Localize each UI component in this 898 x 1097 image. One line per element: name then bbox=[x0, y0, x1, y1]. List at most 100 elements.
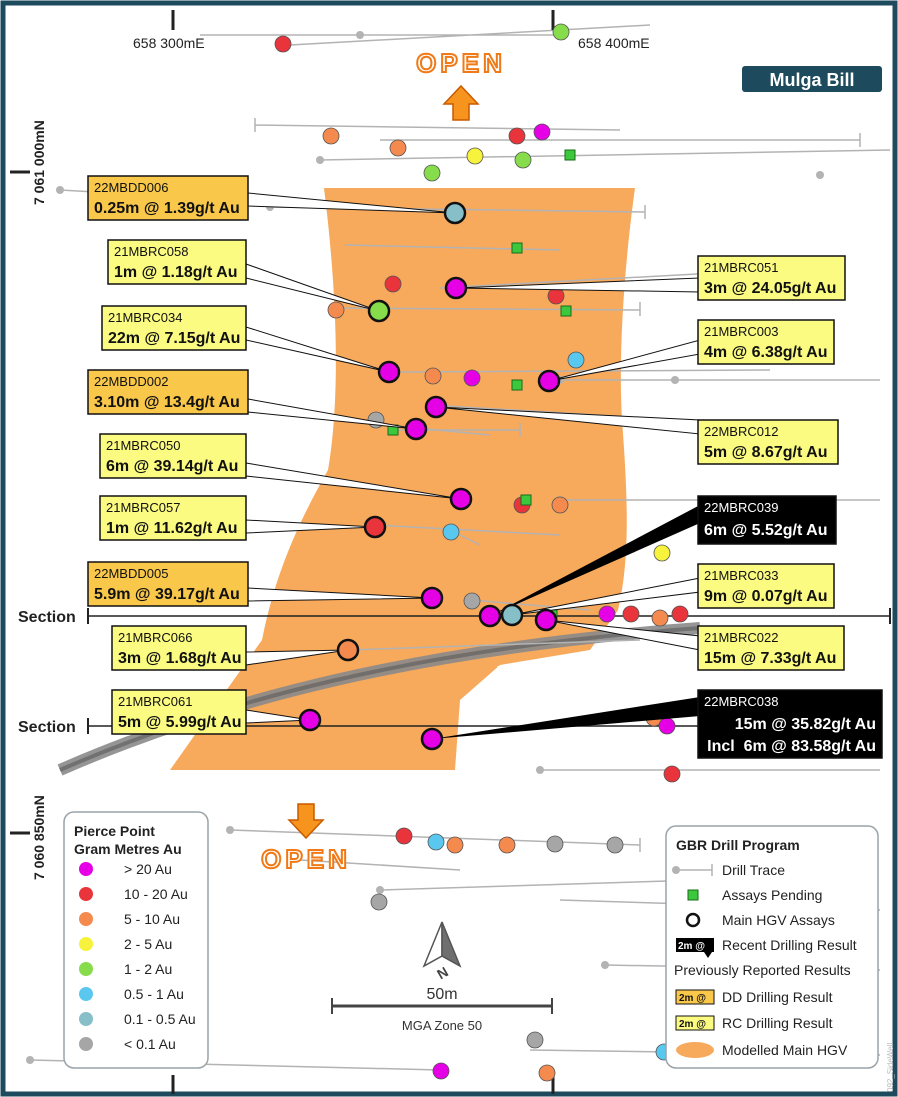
callout-result: 0.25m @ 1.39g/t Au bbox=[94, 200, 240, 217]
callout-hole-id: 21MBRC050 bbox=[106, 438, 180, 453]
open-label-north: OPEN bbox=[416, 48, 506, 78]
northing-label-000: 7 061 000mN bbox=[31, 120, 47, 205]
callout-21mbrc034: 21MBRC034 22m @ 7.15g/t Au bbox=[101, 305, 247, 351]
program-legend: GBR Drill Program Drill Trace Assays Pen… bbox=[665, 825, 879, 1069]
callout-hole-id: 21MBRC066 bbox=[118, 630, 192, 645]
callout-hole-id: 22MBDD006 bbox=[94, 180, 168, 195]
callout-21mbrc066: 21MBRC066 3m @ 1.68g/t Au bbox=[111, 625, 247, 671]
grade-legend-title-1: Pierce Point bbox=[74, 823, 155, 839]
callout-hole-id: 21MBRC061 bbox=[118, 694, 192, 709]
callout-result: 5m @ 8.67g/t Au bbox=[704, 444, 827, 461]
callout-22mbrc039: 22MBRC039 6m @ 5.52g/t Au bbox=[697, 495, 837, 545]
callout-21mbrc003: 21MBRC003 4m @ 6.38g/t Au bbox=[697, 319, 835, 365]
callout-result: 4m @ 6.38g/t Au bbox=[704, 344, 827, 361]
callout-hole-id: 21MBRC057 bbox=[106, 500, 180, 515]
callout-22mbdd002: 22MBDD002 3.10m @ 13.4g/t Au bbox=[87, 369, 249, 415]
callout-21mbrc022: 21MBRC022 15m @ 7.33g/t Au bbox=[697, 625, 845, 671]
legend-grade-label: 5 - 10 Au bbox=[124, 911, 180, 927]
callout-hole-id: 21MBRC022 bbox=[704, 630, 778, 645]
callout-hole-id: 22MBDD002 bbox=[94, 374, 168, 389]
callout-result: 9m @ 0.07g/t Au bbox=[704, 588, 827, 605]
callout-result: 1m @ 11.62g/t Au bbox=[106, 520, 238, 537]
grade-legend-items: > 20 Au 10 - 20 Au 5 - 10 Au 2 - 5 Au 1 - 2 … bbox=[79, 861, 196, 1052]
open-label-south: OPEN bbox=[261, 844, 351, 874]
callout-hole-id: 21MBRC033 bbox=[704, 568, 778, 583]
watermark: 092_SideWell bbox=[886, 1043, 895, 1092]
callout-result: 5.9m @ 39.17g/t Au bbox=[94, 586, 240, 603]
legend-grade-swatch bbox=[79, 887, 93, 901]
callout-result: 5m @ 5.99g/t Au bbox=[118, 714, 241, 731]
main-hgv-points bbox=[298, 201, 561, 751]
legend-grade-swatch bbox=[79, 987, 93, 1001]
callout-result: 15m @ 7.33g/t Au bbox=[704, 650, 836, 667]
brand-logo bbox=[742, 66, 882, 92]
section-label-lower: Section bbox=[18, 719, 76, 736]
grade-legend-title-2: Gram Metres Au bbox=[74, 841, 182, 857]
callout-result-incl: Incl 6m @ 83.58g/t Au bbox=[707, 738, 876, 755]
legend-grade-label: 1 - 2 Au bbox=[124, 961, 172, 977]
callout-result: 3.10m @ 13.4g/t Au bbox=[94, 394, 240, 411]
legend-grade-label: 0.1 - 0.5 Au bbox=[124, 1011, 196, 1027]
easting-label-300: 658 300mE bbox=[133, 35, 205, 51]
callout-21mbrc057: 21MBRC057 1m @ 11.62g/t Au bbox=[99, 495, 247, 541]
callout-21mbrc058: 21MBRC058 1m @ 1.18g/t Au bbox=[107, 239, 247, 285]
callout-result: 15m @ 35.82g/t Au bbox=[735, 716, 876, 733]
legend-recent-result: Recent Drilling Result bbox=[722, 937, 857, 953]
callout-hole-id: 21MBRC034 bbox=[108, 310, 182, 325]
legend-grade-label: 0.5 - 1 Au bbox=[124, 986, 184, 1002]
callout-22mbrc038: 22MBRC038 15m @ 35.82g/t Au Incl 6m @ 83… bbox=[697, 689, 883, 759]
section-label-upper: Section bbox=[18, 609, 76, 626]
callout-hole-id: 21MBRC003 bbox=[704, 324, 778, 339]
callout-result: 22m @ 7.15g/t Au bbox=[108, 330, 240, 347]
callout-result: 6m @ 39.14g/t Au bbox=[106, 458, 238, 475]
open-arrow-south-icon bbox=[287, 803, 325, 840]
callout-22mbdd005: 22MBDD005 5.9m @ 39.17g/t Au bbox=[87, 561, 249, 607]
modelled-hgv-zone bbox=[170, 188, 635, 770]
legend-rc-result: RC Drilling Result bbox=[722, 1015, 833, 1031]
legend-grade-swatch bbox=[79, 1037, 93, 1051]
callout-leaders bbox=[245, 192, 701, 724]
callout-hole-id: 22MBDD005 bbox=[94, 566, 168, 581]
leader-recent-038 bbox=[432, 697, 700, 739]
callout-22mbrc012: 22MBRC012 5m @ 8.67g/t Au bbox=[697, 419, 839, 465]
legend-drill-trace: Drill Trace bbox=[722, 862, 785, 878]
legend-grade-swatch bbox=[79, 912, 93, 926]
pierce-points bbox=[274, 23, 689, 1082]
legend-swatch-rc: 2m @ bbox=[679, 1019, 706, 1030]
grade-legend: Pierce Point Gram Metres Au > 20 Au 10 - … bbox=[63, 811, 209, 1069]
callout-hole-id: 21MBRC051 bbox=[704, 260, 778, 275]
legend-grade-label: > 20 Au bbox=[124, 861, 172, 877]
legend-grade-swatch bbox=[79, 1012, 93, 1026]
callout-result: 3m @ 24.05g/t Au bbox=[704, 280, 836, 297]
northing-label-850: 7 060 850mN bbox=[31, 795, 47, 880]
scale-zone: MGA Zone 50 bbox=[402, 1018, 482, 1033]
callout-result: 1m @ 1.18g/t Au bbox=[114, 264, 237, 281]
callout-hole-id: 22MBRC038 bbox=[704, 694, 778, 709]
legend-swatch-dd: 2m @ bbox=[679, 993, 706, 1004]
legend-dd-result: DD Drilling Result bbox=[722, 989, 833, 1005]
legend-grade-swatch bbox=[79, 862, 93, 876]
legend-grade-label: < 0.1 Au bbox=[124, 1036, 176, 1052]
fault-label: FAULT bbox=[496, 658, 539, 679]
easting-label-400: 658 400mE bbox=[578, 35, 650, 51]
callout-21mbrc051: 21MBRC051 3m @ 24.05g/t Au bbox=[697, 255, 846, 301]
callout-21mbrc033: 21MBRC033 9m @ 0.07g/t Au bbox=[697, 563, 835, 609]
legend-grade-label: 10 - 20 Au bbox=[124, 886, 188, 902]
program-legend-title: GBR Drill Program bbox=[676, 837, 800, 853]
callout-hole-id: 22MBRC012 bbox=[704, 424, 778, 439]
legend-assays-pending: Assays Pending bbox=[722, 887, 822, 903]
callout-result: 3m @ 1.68g/t Au bbox=[118, 650, 241, 667]
callout-hole-id: 22MBRC039 bbox=[704, 500, 778, 515]
scale-distance: 50m bbox=[426, 986, 457, 1003]
legend-previous-header: Previously Reported Results bbox=[674, 962, 851, 978]
legend-grade-label: 2 - 5 Au bbox=[124, 936, 172, 952]
callout-22mbdd006: 22MBDD006 0.25m @ 1.39g/t Au bbox=[87, 175, 249, 221]
scale-bar: 50m MGA Zone 50 bbox=[331, 986, 553, 1033]
grid-ticks bbox=[10, 10, 555, 1094]
legend-grade-swatch bbox=[79, 962, 93, 976]
brand-logo-text: Mulga Bill bbox=[770, 70, 855, 90]
open-arrow-north-icon bbox=[442, 84, 480, 121]
leader-recent-039 bbox=[490, 505, 700, 616]
legend-grade-swatch bbox=[79, 937, 93, 951]
